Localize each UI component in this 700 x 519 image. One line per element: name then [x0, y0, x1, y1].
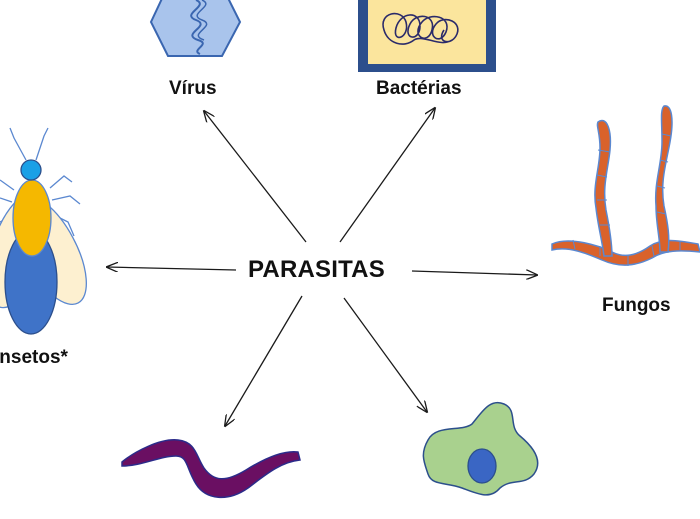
fungi-icon: [551, 105, 700, 266]
arrow-to-worm: [225, 295, 303, 426]
worm-icon: [121, 439, 301, 499]
virus-icon: [149, 0, 242, 57]
center-label: PARASITAS: [248, 256, 385, 283]
arrow-to-amoeba: [343, 297, 427, 412]
virus-label: Vírus: [169, 78, 217, 99]
amoeba-icon: [422, 401, 539, 496]
arrow-to-insects: [107, 267, 237, 270]
insects-label: Insetos*: [0, 347, 68, 368]
arrows: [107, 108, 537, 426]
insect-icon: [0, 127, 87, 335]
bacteria-label: Bactérias: [376, 78, 462, 99]
bacteria-icon: [358, 0, 496, 72]
arrow-to-bacteria: [339, 108, 435, 243]
fungi-label: Fungos: [602, 295, 671, 316]
arrow-to-fungi: [411, 271, 537, 275]
arrow-to-virus: [204, 111, 307, 243]
